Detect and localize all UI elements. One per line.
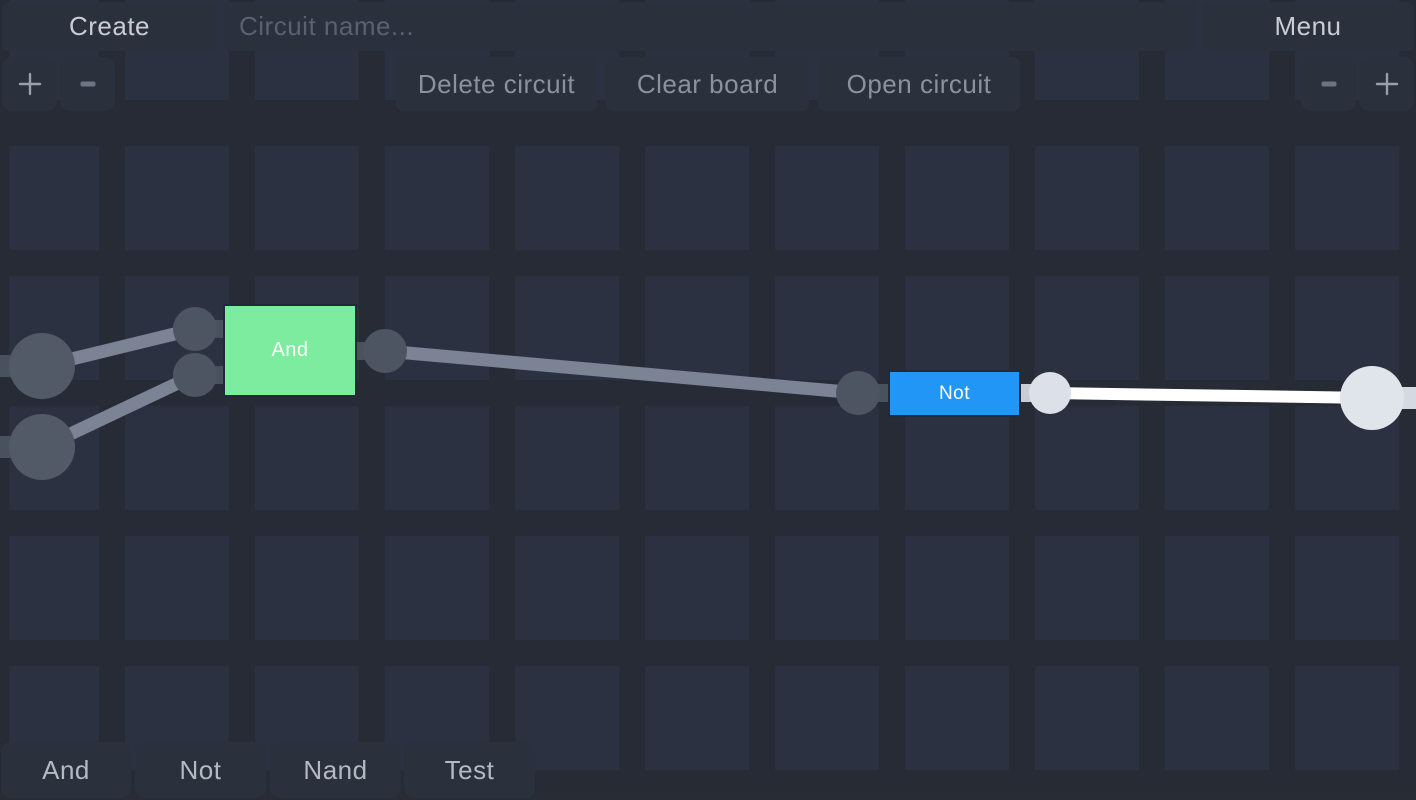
zoom-out-button-left[interactable]	[60, 57, 115, 111]
circuit-name-input[interactable]	[225, 2, 1196, 51]
and-output-terminal[interactable]	[363, 329, 407, 373]
delete-circuit-label: Delete circuit	[417, 68, 576, 99]
gate-and-label: And	[271, 339, 309, 361]
palette-item-label: And	[42, 754, 90, 785]
palette-item-label: Not	[179, 754, 222, 785]
gate-and[interactable]: And	[223, 304, 357, 397]
clear-board-button[interactable]: Clear board	[606, 57, 809, 111]
plus-icon	[18, 72, 41, 96]
gate-not-label: Not	[938, 382, 971, 404]
minus-icon	[1321, 81, 1336, 87]
delete-circuit-button[interactable]: Delete circuit	[396, 57, 597, 111]
palette-item-and[interactable]: And	[1, 742, 131, 798]
create-button-label: Create	[68, 11, 151, 41]
and-input-terminal-2[interactable]	[173, 353, 217, 397]
zoom-in-button-right[interactable]	[1359, 57, 1414, 111]
wire-active[interactable]	[1049, 387, 1373, 404]
bottom-edge-strip	[0, 793, 1416, 800]
open-circuit-button[interactable]: Open circuit	[818, 57, 1020, 111]
palette-item-nand[interactable]: Nand	[270, 742, 401, 798]
input-switch-1[interactable]	[9, 333, 75, 399]
palette-item-label: Nand	[303, 754, 368, 785]
output-light[interactable]	[1340, 366, 1404, 430]
wire[interactable]	[384, 344, 859, 400]
palette-item-not[interactable]: Not	[135, 742, 266, 798]
plus-icon	[1375, 72, 1398, 96]
and-input-terminal-1[interactable]	[173, 307, 217, 351]
input-switch-2[interactable]	[9, 414, 75, 480]
minus-icon	[80, 81, 95, 87]
create-button[interactable]: Create	[2, 2, 217, 51]
not-output-terminal[interactable]	[1029, 372, 1071, 414]
palette-item-label: Test	[444, 754, 495, 785]
menu-button[interactable]: Menu	[1202, 2, 1414, 51]
gate-not[interactable]: Not	[888, 370, 1021, 417]
palette-item-test[interactable]: Test	[404, 742, 535, 798]
menu-button-label: Menu	[1274, 11, 1342, 41]
open-circuit-label: Open circuit	[846, 68, 992, 99]
not-input-terminal[interactable]	[836, 371, 880, 415]
clear-board-label: Clear board	[636, 68, 779, 99]
zoom-in-button-left[interactable]	[2, 57, 57, 111]
zoom-out-button-right[interactable]	[1301, 57, 1356, 111]
